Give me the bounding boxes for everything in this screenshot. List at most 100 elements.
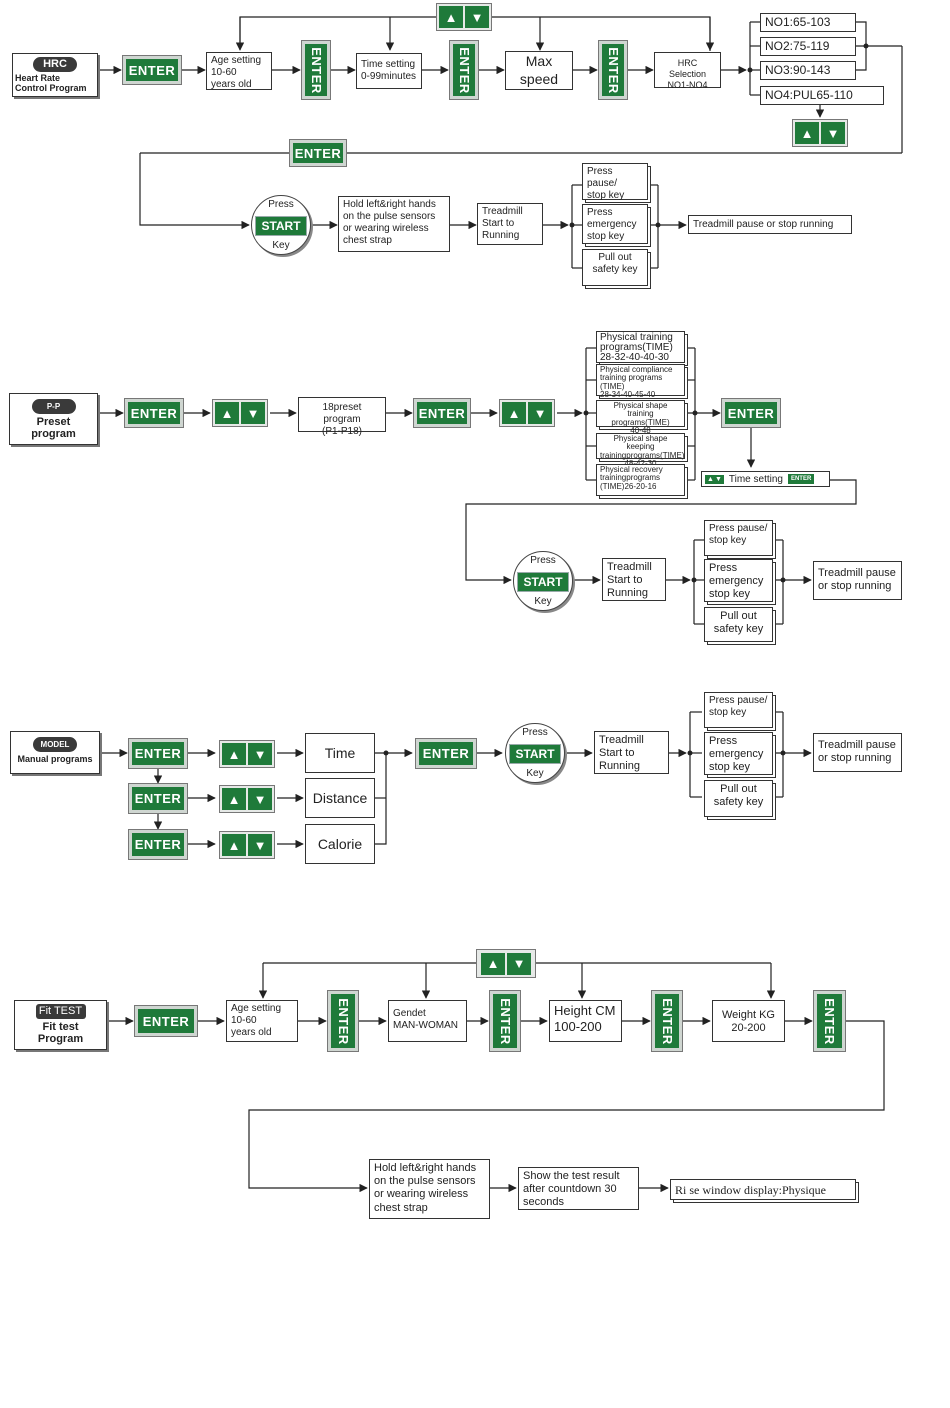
pause-stop-result: Treadmill pause or stop running [813, 561, 902, 600]
enter-key: ENTER [124, 398, 184, 428]
enter-key: ENTER [449, 40, 479, 100]
up-arrow-icon: ▲ [222, 788, 246, 810]
hrc-option-1: NO1:65-103 [760, 13, 856, 32]
preset-program-box: P-P Preset program [9, 393, 98, 445]
enter-key: ENTER [651, 990, 683, 1052]
enter-key: ENTER [721, 398, 781, 428]
up-down-keys: ▲▼ [792, 119, 848, 147]
down-arrow-icon: ▼ [465, 6, 489, 28]
preset-program-compliance: Physical compliance training programs (T… [596, 364, 685, 399]
hrc-badge: HRC [33, 57, 77, 72]
up-arrow-icon: ▲ [795, 122, 819, 144]
down-arrow-icon: ▼ [248, 788, 272, 810]
hrc-option-4: NO4:PUL65-110 [760, 86, 884, 105]
enter-key: ENTER [128, 783, 188, 814]
mode-distance: Distance [305, 778, 375, 818]
enter-key: ENTER [301, 40, 331, 100]
stop-option-emergency: Press emergency stop key [704, 732, 773, 775]
up-down-keys: ▲▼ [436, 3, 492, 31]
stop-option-pause: Press pause/ stop key [704, 692, 773, 728]
enter-key: ENTER [787, 474, 815, 484]
pause-stop-result: Treadmill pause or stop running [688, 215, 852, 234]
up-down-keys: ▲▼ [705, 474, 724, 484]
down-arrow-icon: ▼ [241, 402, 265, 424]
stop-option-safety: Pull out safety key [704, 780, 773, 817]
hrc-option-3: NO3:90-143 [760, 61, 856, 80]
enter-key: ENTER [489, 990, 521, 1052]
height-box: Height CM 100-200 [549, 1000, 622, 1042]
enter-key: ENTER [134, 1005, 198, 1037]
enter-key: ENTER [415, 738, 477, 769]
down-arrow-icon: ▼ [714, 475, 722, 483]
weight-box: Weight KG 20-200 [712, 1000, 785, 1042]
up-arrow-icon: ▲ [222, 743, 246, 765]
up-down-keys: ▲▼ [219, 785, 275, 813]
down-arrow-icon: ▼ [248, 834, 272, 856]
time-setting-box: ▲▼ Time setting ENTER [701, 471, 830, 487]
time-setting-label: Time setting [728, 473, 783, 485]
treadmill-start-box: Treadmill Start to Running [594, 731, 669, 774]
countdown-box: Show the test result after countdown 30 … [518, 1167, 639, 1210]
up-down-keys: ▲▼ [219, 740, 275, 768]
enter-key: ENTER [813, 990, 846, 1052]
stop-option-pause: Press pause/ stop key [582, 163, 648, 201]
hrc-option-2: NO2:75-119 [760, 37, 856, 56]
fit-test-badge: Fit TEST [35, 1004, 86, 1019]
mode-time: Time [305, 733, 375, 773]
up-arrow-icon: ▲ [222, 834, 246, 856]
enter-key: ENTER [598, 40, 628, 100]
up-arrow-icon: ▲ [215, 402, 239, 424]
treadmill-start-box: Treadmill Start to Running [477, 203, 543, 245]
fit-test-program-label: Fit test Program [37, 1021, 84, 1046]
up-down-keys: ▲▼ [499, 399, 555, 427]
manual-program-label: Manual programs [17, 754, 93, 764]
gender-box: Gendet MAN-WOMAN [388, 1000, 467, 1042]
enter-key: ENTER [128, 829, 188, 860]
preset-program-shape-keeping: Physical shape keeping trainingprograms(… [596, 433, 685, 468]
hrc-program-box: HRC Heart Rate Control Program [12, 53, 98, 97]
preset-program-physical-training: Physical training programs(TIME) 28-32-4… [596, 331, 685, 363]
age-setting-box: Age setting 10-60 years old [226, 1000, 298, 1042]
manual-program-box: MODEL Manual programs [10, 731, 100, 774]
mode-calorie: Calorie [305, 824, 375, 864]
fit-test-program-box: Fit TEST Fit test Program [14, 1000, 107, 1050]
stop-option-emergency: Press emergency stop key [704, 559, 773, 602]
enter-key: ENTER [413, 398, 471, 428]
time-setting-box: Time setting 0-99minutes [356, 53, 422, 89]
stop-option-safety: Pull out safety key [704, 607, 773, 642]
up-down-keys: ▲▼ [476, 949, 536, 978]
age-setting-box: Age setting 10-60 years old [206, 52, 272, 90]
stop-option-safety: Pull out safety key [582, 249, 648, 286]
up-arrow-icon: ▲ [707, 475, 714, 483]
enter-key: ENTER [122, 55, 182, 85]
up-arrow-icon: ▲ [439, 6, 463, 28]
down-arrow-icon: ▼ [528, 402, 552, 424]
model-badge: MODEL [33, 737, 77, 752]
hold-hands-box: Hold left&right hands on the pulse senso… [338, 196, 450, 252]
up-down-keys: ▲▼ [212, 399, 268, 427]
enter-key: ENTER [128, 738, 188, 769]
hrc-program-label: Heart Rate Control Program [15, 73, 87, 93]
down-arrow-icon: ▼ [507, 952, 531, 975]
preset-badge: P-P [31, 399, 76, 414]
up-arrow-icon: ▲ [481, 952, 505, 975]
down-arrow-icon: ▼ [248, 743, 272, 765]
hrc-selection-box: HRC Selection NO1-NO4 [654, 52, 721, 90]
up-down-keys: ▲▼ [219, 831, 275, 859]
preset-program-recovery: Physical recovery trainingprograms (TIME… [596, 464, 685, 496]
stop-option-pause: Press pause/ stop key [704, 520, 773, 556]
pause-stop-result: Treadmill pause or stop running [813, 733, 902, 772]
enter-key: ENTER [327, 990, 359, 1052]
max-speed-box: Max speed [505, 51, 573, 90]
preset-range-box: 18preset program (P1-P18) [298, 397, 386, 437]
treadmill-start-box: Treadmill Start to Running [602, 558, 666, 601]
hold-hands-box: Hold left&right hands on the pulse senso… [369, 1159, 490, 1219]
physique-display-box: Ri se window display:Physique [670, 1179, 856, 1200]
enter-key: ENTER [289, 139, 347, 167]
preset-program-shape-training: Physical shape training programs(TIME) 4… [596, 400, 685, 435]
down-arrow-icon: ▼ [821, 122, 845, 144]
